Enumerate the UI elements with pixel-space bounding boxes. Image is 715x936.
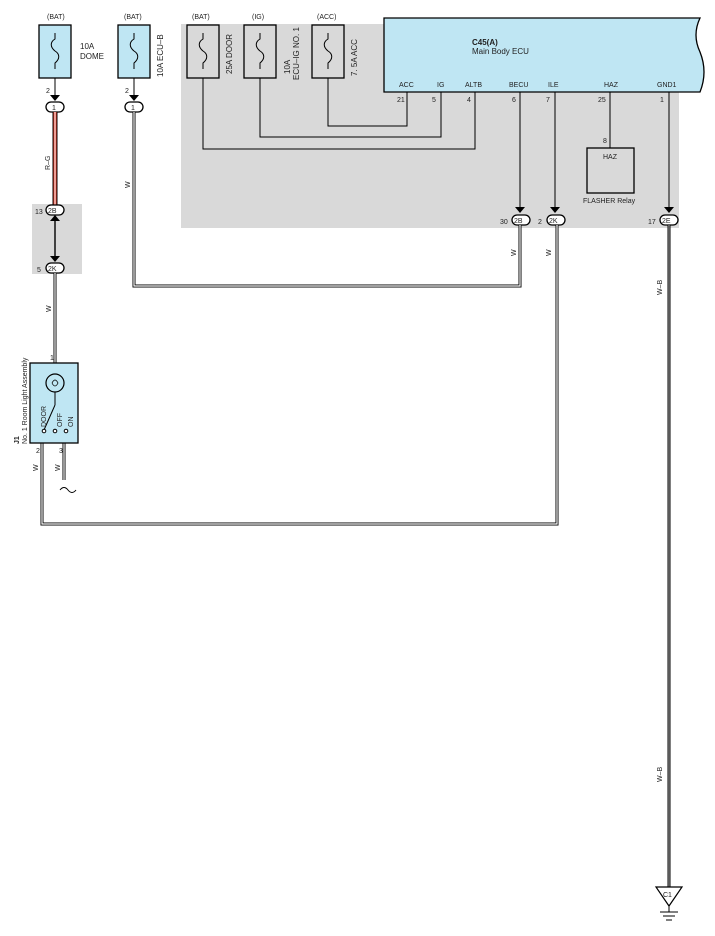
ground-icon: C1: [654, 886, 684, 921]
svg-text:R–G: R–G: [45, 156, 52, 170]
svg-text:W: W: [33, 464, 40, 471]
fuse-door: (BAT) 25A DOOR: [186, 14, 234, 79]
svg-text:W: W: [511, 249, 518, 256]
svg-text:7. 5A ACC: 7. 5A ACC: [350, 39, 359, 76]
svg-text:1: 1: [50, 355, 54, 362]
svg-text:17: 17: [648, 219, 656, 226]
svg-text:GND1: GND1: [657, 82, 677, 89]
svg-text:10A ECU–B: 10A ECU–B: [156, 34, 165, 77]
svg-text:ACC: ACC: [399, 82, 414, 89]
svg-text:21: 21: [397, 97, 405, 104]
svg-text:C45(A): C45(A): [472, 38, 498, 47]
junction-area: [32, 204, 82, 274]
svg-text:FLASHER Relay: FLASHER Relay: [583, 198, 636, 205]
svg-text:Main Body ECU: Main Body ECU: [472, 47, 529, 56]
fuse-dome: (BAT) 10A DOME 2 1: [38, 14, 104, 113]
svg-text:10A: 10A: [283, 59, 292, 74]
wire-w-b-ground: W–B W–B: [657, 225, 671, 887]
connector-2e: 17 2E: [648, 207, 679, 226]
svg-text:(BAT): (BAT): [47, 14, 65, 21]
svg-text:2E: 2E: [662, 218, 671, 225]
svg-text:ALTB: ALTB: [465, 82, 482, 89]
svg-text:2: 2: [46, 88, 50, 95]
svg-text:HAZ: HAZ: [603, 154, 618, 161]
fuse-ecu-b: (BAT) 10A ECU–B 2 1: [117, 14, 165, 113]
wire-w-ecub-becu: W W: [125, 112, 522, 288]
wire-door-altb: [202, 78, 476, 150]
svg-text:30: 30: [500, 219, 508, 226]
svg-text:1: 1: [660, 97, 664, 104]
svg-text:HAZ: HAZ: [604, 82, 619, 89]
svg-text:ECU–IG NO. 1: ECU–IG NO. 1: [292, 27, 301, 80]
svg-text:2B: 2B: [48, 208, 57, 215]
flasher-relay: 8 HAZ FLASHER Relay: [583, 92, 636, 205]
svg-text:2: 2: [125, 88, 129, 95]
svg-text:No. 1 Room Light Assembly: No. 1 Room Light Assembly: [22, 357, 29, 444]
svg-text:3: 3: [59, 448, 63, 455]
svg-text:W: W: [46, 305, 53, 312]
svg-text:2K: 2K: [549, 218, 558, 225]
svg-text:5: 5: [37, 267, 41, 274]
svg-text:BECU: BECU: [509, 82, 528, 89]
svg-text:6: 6: [512, 97, 516, 104]
room-light-assembly: 1 DOOR OFF ON 2 3 J1 No. 1 Room Light As…: [14, 355, 79, 455]
svg-text:1: 1: [52, 105, 56, 112]
svg-text:DOOR: DOOR: [41, 406, 48, 427]
wire-w-pin3: W: [55, 443, 77, 493]
svg-text:7: 7: [546, 97, 550, 104]
fuse-ecu-ig: (IG) 10A ECU–IG NO. 1: [243, 14, 301, 80]
svg-text:25: 25: [598, 97, 606, 104]
svg-text:DOME: DOME: [80, 52, 104, 61]
svg-text:(BAT): (BAT): [192, 14, 210, 21]
wire-w-roomlight: W W W: [33, 225, 559, 526]
connector-2b-left: 13 2B: [35, 204, 65, 221]
svg-text:C1: C1: [663, 892, 672, 899]
svg-text:1: 1: [131, 105, 135, 112]
svg-text:2B: 2B: [514, 218, 523, 225]
svg-text:25A DOOR: 25A DOOR: [225, 34, 234, 74]
svg-text:8: 8: [603, 138, 607, 145]
svg-text:IG: IG: [437, 82, 444, 89]
svg-text:ILE: ILE: [548, 82, 559, 89]
svg-text:(BAT): (BAT): [124, 14, 142, 21]
svg-text:5: 5: [432, 97, 436, 104]
wire-acc: [327, 78, 408, 127]
svg-text:W: W: [125, 181, 132, 188]
svg-text:10A: 10A: [80, 42, 95, 51]
wire-ig: [259, 78, 442, 138]
svg-text:13: 13: [35, 209, 43, 216]
fuse-acc: (ACC) 7. 5A ACC: [311, 14, 359, 79]
svg-text:2: 2: [36, 448, 40, 455]
svg-text:4: 4: [467, 97, 471, 104]
svg-text:2: 2: [538, 219, 542, 226]
svg-text:J1: J1: [14, 436, 21, 444]
svg-text:W–B: W–B: [657, 280, 664, 296]
svg-text:W: W: [55, 464, 62, 471]
svg-text:W–B: W–B: [657, 767, 664, 783]
svg-text:(ACC): (ACC): [317, 14, 336, 21]
svg-text:ON: ON: [68, 417, 75, 428]
connector-2k-left: 5 2K: [37, 256, 65, 274]
svg-text:OFF: OFF: [57, 413, 64, 427]
main-body-ecu: C45(A) Main Body ECU ACC IG ALTB BECU IL…: [383, 17, 705, 104]
svg-text:W: W: [546, 249, 553, 256]
wire-r-g: R–G: [45, 112, 58, 205]
svg-text:2K: 2K: [48, 266, 57, 273]
connector-2k-right: 2 2K: [538, 207, 566, 226]
svg-text:(IG): (IG): [252, 14, 264, 21]
